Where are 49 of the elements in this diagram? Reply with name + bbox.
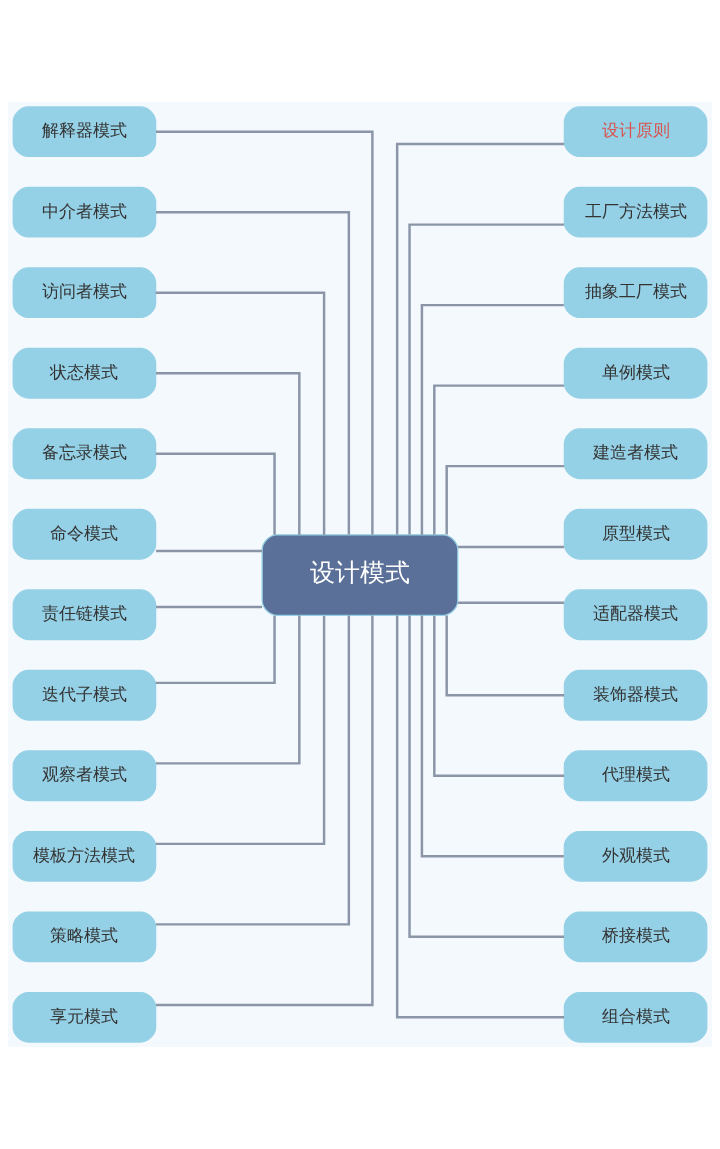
node-box: 备忘录模式 [12, 428, 157, 480]
connector [457, 601, 564, 604]
connector [156, 549, 263, 553]
connector [408, 615, 565, 938]
node-box: 建造者模式 [563, 428, 708, 480]
connector [457, 545, 564, 549]
node-box: 装饰器模式 [563, 669, 708, 721]
connector [445, 615, 565, 697]
node-box: 访问者模式 [12, 267, 157, 319]
node-box: 状态模式 [12, 347, 157, 399]
connector [433, 615, 565, 777]
connector [420, 303, 564, 535]
node-box: 代理模式 [563, 750, 708, 802]
node-box: 解释器模式 [12, 106, 157, 158]
connector [395, 142, 565, 535]
connector [156, 615, 301, 765]
connector [408, 223, 565, 535]
node-box: 桥接模式 [563, 911, 708, 963]
node-box: 原型模式 [563, 508, 708, 560]
connector [445, 464, 565, 535]
node-box: 外观模式 [563, 830, 708, 882]
connector [156, 211, 351, 535]
connector [156, 615, 374, 1007]
connector [155, 615, 326, 846]
connector [395, 615, 565, 1019]
node-box: 适配器模式 [563, 589, 708, 641]
connector [433, 384, 565, 535]
connector [155, 615, 276, 685]
node-box: 观察者模式 [12, 750, 157, 802]
connector [420, 615, 564, 858]
node-box: 设计模式 [261, 534, 459, 616]
connector [156, 372, 301, 535]
node-box: 单例模式 [563, 347, 708, 399]
node-box: 组合模式 [563, 991, 708, 1043]
node-box: 命令模式 [12, 508, 157, 560]
node-box: 策略模式 [12, 911, 157, 963]
connector [155, 291, 326, 535]
node-box: 中介者模式 [12, 186, 157, 238]
connector [156, 615, 351, 926]
node-box: 享元模式 [12, 991, 157, 1043]
node-box: 迭代子模式 [12, 669, 157, 721]
node-box: 设计原则 [563, 106, 708, 158]
connector [156, 605, 263, 609]
connector [156, 130, 374, 535]
node-box: 模板方法模式 [12, 830, 157, 882]
connector [155, 452, 276, 535]
node-box: 抽象工厂模式 [563, 267, 708, 319]
node-box: 责任链模式 [12, 589, 157, 641]
node-box: 工厂方法模式 [563, 186, 708, 238]
